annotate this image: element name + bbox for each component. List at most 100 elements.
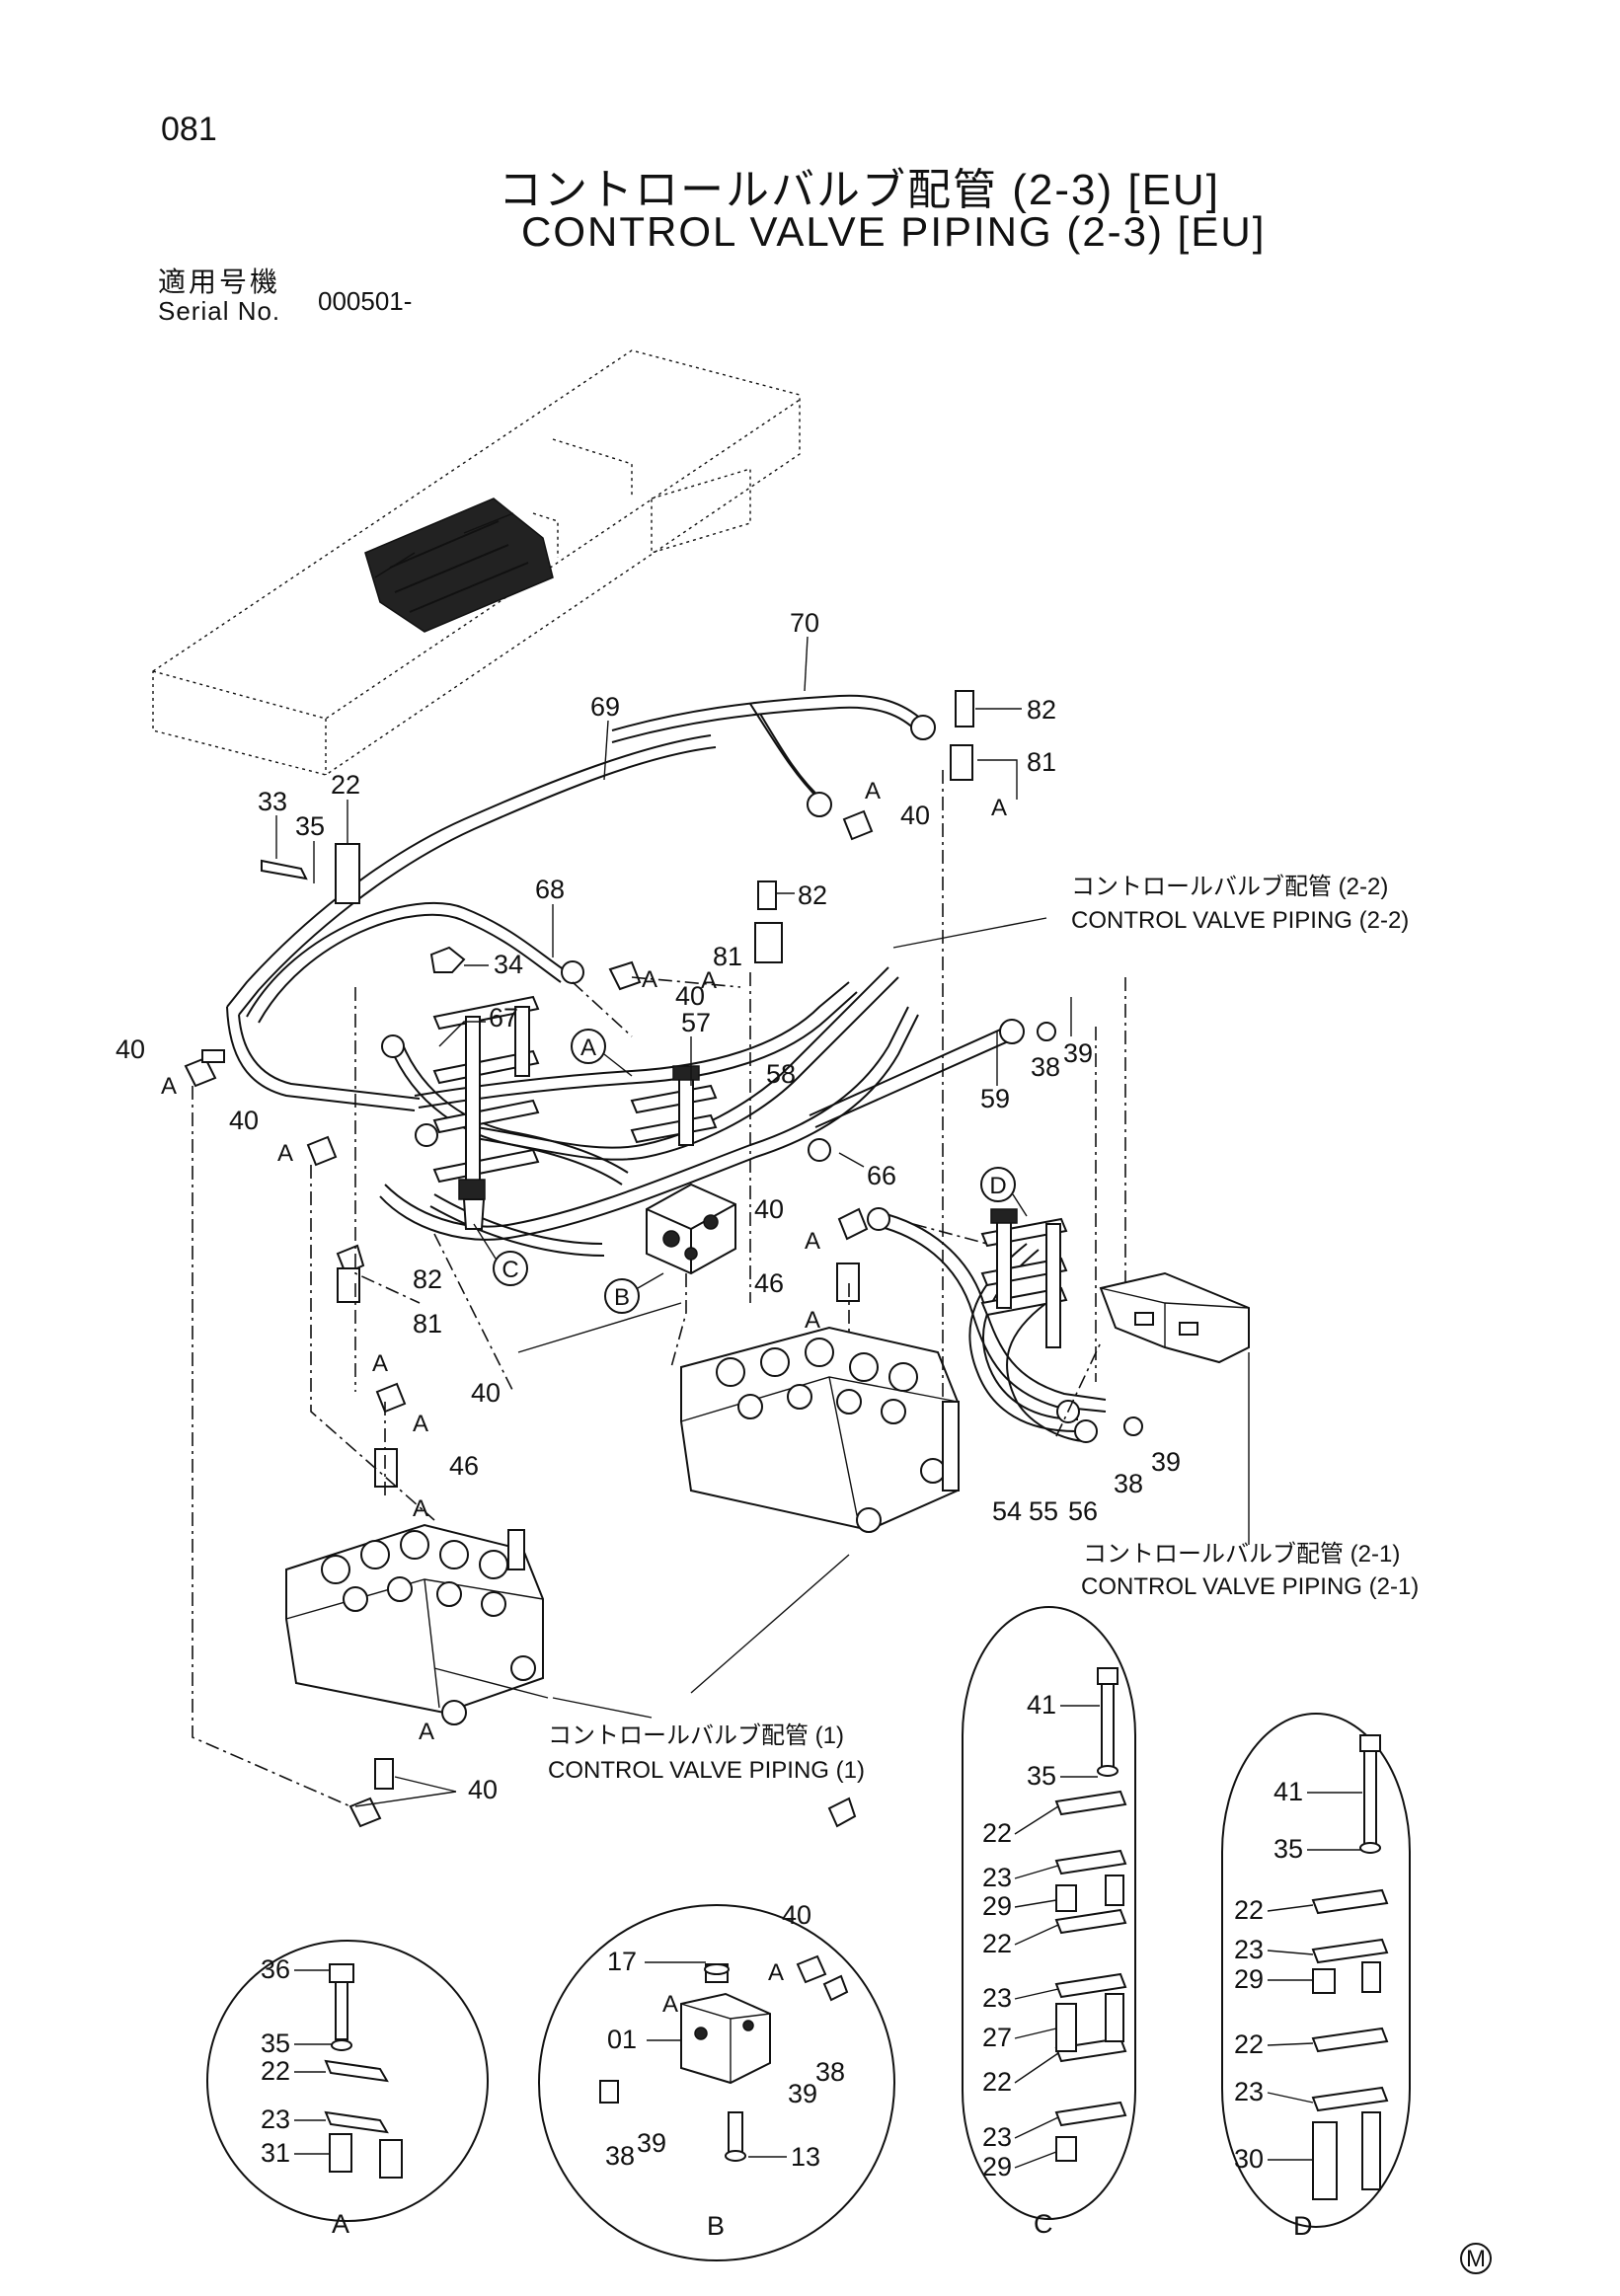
label-A-center2: A (805, 1307, 820, 1334)
control-valve-right-ghost (1099, 1271, 1250, 1364)
label-67: 67 (489, 1003, 518, 1033)
detail-B-label-A2: A (768, 1959, 784, 1986)
reference-1: コントロールバルブ配管 (1) CONTROL VALVE PIPING (1) (548, 1722, 865, 1784)
label-81-left: 81 (413, 1309, 442, 1339)
label-68: 68 (535, 875, 565, 904)
label-A-left5: A (413, 1495, 428, 1522)
serial-label-japanese: 適用号機 (158, 267, 281, 297)
reference-2-1-ja: コントロールバルブ配管 (2-1) (1083, 1541, 1400, 1568)
label-57: 57 (681, 1008, 711, 1037)
detail-A-label-36: 36 (261, 1954, 290, 1984)
detail-B-label-A1: A (662, 1991, 678, 2018)
label-40-left1: 40 (116, 1034, 145, 1064)
detail-B: B 17 A 40 A 01 39 38 38 39 13 (538, 1900, 895, 2261)
label-A-left2: A (277, 1140, 293, 1167)
title-english: CONTROL VALVE PIPING (2-3) [EU] (521, 208, 1267, 255)
machine-frame (152, 349, 801, 776)
callout-B: B (604, 1272, 664, 1314)
label-A-left1: A (161, 1073, 177, 1100)
detail-C-label-41: 41 (1027, 1690, 1056, 1720)
label-82-mid: 82 (798, 880, 827, 910)
reference-2-2: コントロールバルブ配管 (2-2) CONTROL VALVE PIPING (… (1071, 874, 1409, 934)
detail-C-caption: C (1034, 2209, 1053, 2239)
detail-D-label-22a: 22 (1234, 1895, 1264, 1925)
label-40-left2: 40 (229, 1106, 259, 1135)
detail-C-label-35: 35 (1027, 1761, 1056, 1791)
detail-D-label-29: 29 (1234, 1964, 1264, 1994)
detail-C-label-29b: 29 (982, 2152, 1012, 2181)
detail-D: D 41 35 22 23 29 22 23 30 (1221, 1713, 1411, 2241)
label-81-top: 81 (1027, 747, 1056, 777)
label-66: 66 (867, 1161, 896, 1190)
detail-C-label-23b: 23 (982, 1983, 1012, 2013)
detail-A-label-22: 22 (261, 2056, 290, 2086)
callout-label-D: D (989, 1173, 1006, 1199)
serial-label-english: Serial No. (158, 296, 281, 326)
detail-A-label-31: 31 (261, 2138, 290, 2168)
manifold-block-B (646, 1183, 736, 1275)
label-69: 69 (590, 692, 620, 722)
callout-label-B: B (614, 1284, 630, 1311)
detail-B-label-38-left: 38 (605, 2141, 635, 2171)
label-82-left: 82 (413, 1264, 442, 1294)
callout-A: A (571, 1029, 633, 1077)
label-38-upper: 38 (1031, 1052, 1060, 1082)
detail-B-label-01: 01 (607, 2025, 637, 2054)
pipe-69 (226, 734, 717, 1111)
label-A-mid1: A (701, 967, 717, 994)
label-40-top: 40 (900, 801, 930, 830)
reference-2-2-ja: コントロールバルブ配管 (2-2) (1071, 874, 1388, 900)
label-A-top1: A (865, 778, 881, 804)
label-35: 35 (295, 811, 325, 841)
detail-B-label-13: 13 (791, 2142, 820, 2172)
control-valve-center (680, 1326, 960, 1533)
detail-D-caption: D (1293, 2211, 1313, 2241)
label-34: 34 (494, 950, 523, 979)
detail-C: C 41 35 22 23 29 22 23 27 22 23 29 (962, 1606, 1136, 2239)
reference-2-2-en: CONTROL VALVE PIPING (2-2) (1071, 907, 1409, 934)
detail-A: A 36 35 22 23 31 (206, 1940, 489, 2239)
chain-lines (192, 770, 1126, 1807)
detail-B-label-40: 40 (782, 1900, 811, 1930)
label-54: 54 (992, 1496, 1022, 1526)
label-40-bottom: 40 (468, 1775, 498, 1804)
control-valve-left (285, 1523, 544, 1725)
label-70: 70 (790, 608, 819, 638)
title-japanese: コントロールバルブ配管 (2-3) [EU] (499, 166, 1220, 214)
detail-C-label-22b: 22 (982, 1929, 1012, 1958)
detail-C-label-29a: 29 (982, 1891, 1012, 1921)
label-58: 58 (766, 1059, 796, 1089)
reference-2-1-en: CONTROL VALVE PIPING (2-1) (1081, 1573, 1419, 1600)
detail-A-label-23: 23 (261, 2105, 290, 2134)
label-55: 55 (1029, 1496, 1058, 1526)
manufacturer-mark-letter: M (1466, 2246, 1486, 2272)
detail-C-label-23a: 23 (982, 1863, 1012, 1892)
reference-1-ja: コントロールバルブ配管 (1) (548, 1722, 844, 1749)
detail-A-caption: A (332, 2209, 349, 2239)
label-39-lower: 39 (1151, 1447, 1181, 1477)
label-33: 33 (258, 787, 287, 816)
detail-C-label-22a: 22 (982, 1818, 1012, 1848)
label-22: 22 (331, 770, 360, 800)
serial-number-value: 000501- (318, 286, 413, 316)
page-number: 081 (161, 111, 217, 148)
detail-D-label-23b: 23 (1234, 2077, 1264, 2106)
label-56: 56 (1068, 1496, 1098, 1526)
reference-leaders (433, 917, 1250, 1719)
callout-label-A: A (580, 1034, 596, 1061)
label-82-top: 82 (1027, 695, 1056, 725)
detail-A-label-35: 35 (261, 2028, 290, 2058)
label-A-center1: A (805, 1228, 820, 1255)
label-38-lower: 38 (1114, 1469, 1143, 1498)
detail-D-label-35: 35 (1273, 1834, 1303, 1864)
detail-C-label-23c: 23 (982, 2122, 1012, 2152)
callout-D: D (980, 1167, 1028, 1217)
label-46-center: 46 (754, 1268, 784, 1298)
detail-B-label-17: 17 (607, 1947, 637, 1976)
bracket-assembly-D (980, 1208, 1068, 1348)
callout-label-C: C (501, 1257, 518, 1283)
reference-2-1: コントロールバルブ配管 (2-1) CONTROL VALVE PIPING (… (1081, 1541, 1419, 1600)
manufacturer-mark: M (1460, 2243, 1492, 2274)
label-A-top2: A (991, 795, 1007, 821)
